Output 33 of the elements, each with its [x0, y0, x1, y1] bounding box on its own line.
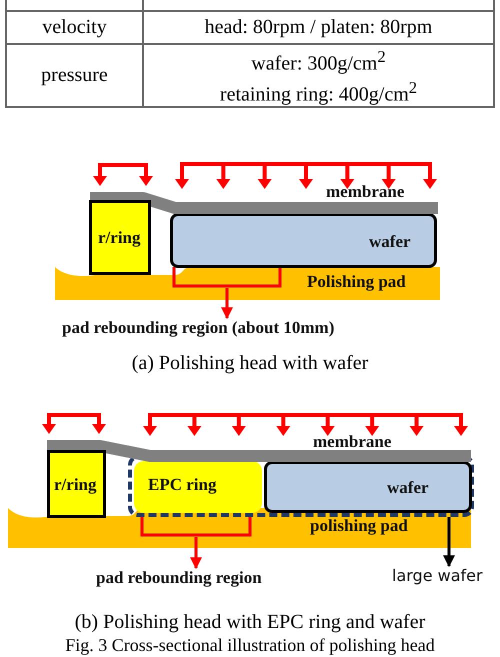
rebound-bracket — [140, 515, 252, 537]
rebound-label: pad rebounding region (about 10mm) — [62, 318, 334, 338]
table-value: retaining ring: 400g/cm$^{2}$ — [218, 76, 418, 106]
callout-label: large wafer — [392, 566, 483, 585]
table-value: wafer: 300g/cm$^{2}$ — [250, 46, 387, 76]
arrow — [221, 288, 233, 320]
part-label: wafer — [369, 232, 411, 252]
retaining-ring-block — [89, 200, 151, 275]
panel-caption: (a) Polishing head with wafer — [130, 352, 370, 375]
epc-ring-block — [134, 461, 262, 513]
retaining-ring-block — [47, 450, 106, 518]
membrane-drawing — [88, 184, 440, 212]
part-label: Polishing pad — [307, 272, 406, 292]
wafer-block — [170, 213, 437, 268]
part-label: r/ring — [98, 228, 140, 248]
table-value: head: 80rpm / platen: 80rpm — [143, 11, 494, 44]
part-label: membrane — [313, 432, 392, 452]
polishing-pad-drawing — [55, 267, 440, 300]
arrow — [190, 537, 202, 570]
part-label: r/ring — [54, 475, 96, 495]
part-label: wafer — [387, 478, 429, 498]
part-label: membrane — [326, 182, 404, 202]
part-label: EPC ring — [148, 475, 216, 495]
figure-caption: Fig. 3 Cross-sectional illustration of polishing head — [64, 635, 436, 656]
rebound-bracket — [172, 267, 282, 288]
panel-caption: (b) Polishing head with EPC ring and wafer — [74, 611, 426, 634]
membrane-drawing — [45, 434, 473, 462]
part-label: polishing pad — [310, 516, 408, 536]
row-header: velocity — [6, 11, 143, 44]
wafer-block — [264, 461, 472, 513]
arrow — [443, 517, 455, 568]
rebound-label: pad rebounding region — [96, 568, 262, 588]
row-header: pressure — [6, 44, 143, 108]
